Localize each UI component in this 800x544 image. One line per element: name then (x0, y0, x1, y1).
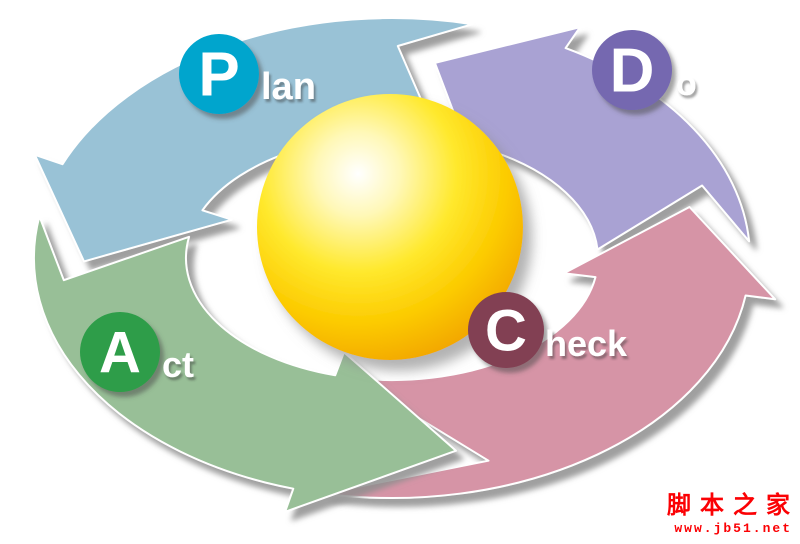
plan-label-text: lan (261, 66, 316, 108)
check-arrow (322, 206, 777, 499)
center-sphere (257, 94, 523, 360)
do-label-text: o (676, 65, 697, 103)
watermark-site-url: www.jb51.net (674, 521, 792, 537)
watermark: 脚本之家 www.jb51.net (667, 490, 790, 538)
check-initial-letter: C (485, 298, 527, 363)
act-initial-letter: A (99, 320, 141, 385)
act-arrow (32, 215, 457, 513)
check-badge (468, 292, 544, 368)
do-badge (592, 30, 672, 110)
plan-badge (179, 34, 259, 114)
act-badge (80, 312, 160, 392)
act-label-text: ct (162, 344, 194, 385)
plan-initial-letter: P (198, 41, 239, 110)
sphere-layer (257, 94, 523, 360)
check-label-text: heck (545, 323, 628, 364)
do-arrow (433, 26, 751, 251)
watermark-site-name: 脚本之家 (667, 491, 799, 519)
arrows-layer (32, 17, 777, 513)
do-initial-letter: D (610, 37, 655, 106)
